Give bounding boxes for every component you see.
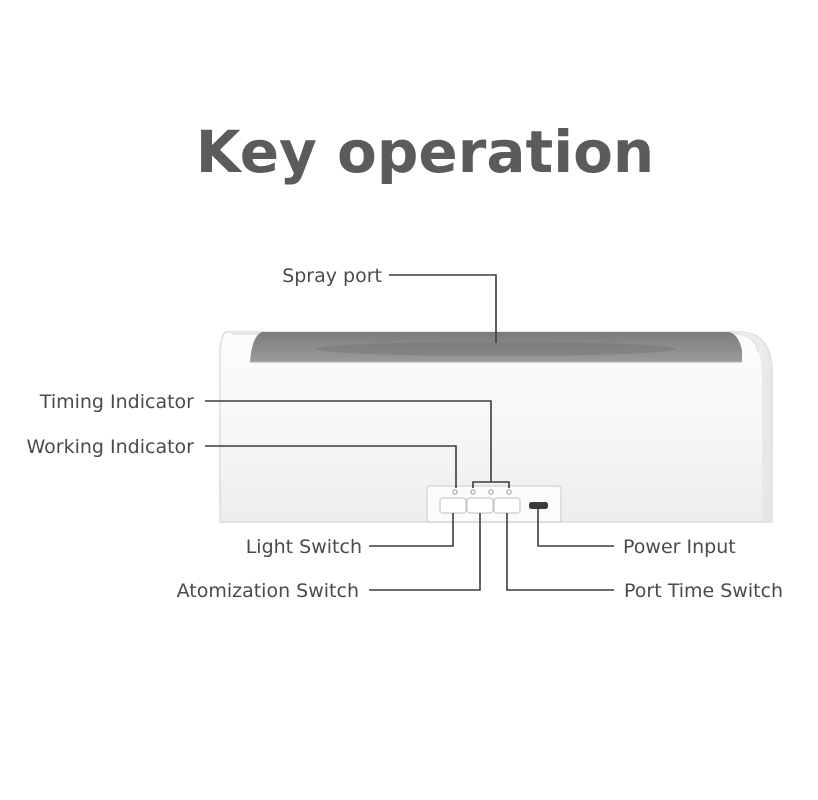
timing-indicator-icon [488, 489, 494, 495]
power-input-leader [537, 509, 614, 547]
light-switch-label: Light Switch [246, 536, 362, 558]
atomization-switch-label: Atomization Switch [177, 580, 359, 602]
spray-port-label: Spray port [282, 265, 382, 287]
page-title: Key operation [196, 118, 654, 186]
spray-port-leader [389, 274, 497, 343]
device-top-rim [232, 333, 759, 353]
indicator-icons [452, 489, 512, 495]
working-indicator-icon [506, 489, 512, 495]
atomization-switch-leader [369, 513, 481, 591]
diffuser-device [219, 331, 773, 523]
port-time-switch-leader [506, 513, 614, 591]
leader-lines [205, 274, 614, 591]
power-input-label: Power Input [623, 536, 736, 558]
spray-port-tray [250, 332, 742, 362]
power-input-port[interactable] [529, 502, 548, 509]
light-switch-button[interactable] [439, 497, 467, 514]
port-time-switch-button[interactable] [493, 497, 521, 514]
light-indicator-icon [452, 489, 458, 495]
atomization-indicator-icon [470, 489, 476, 495]
light-switch-leader [369, 513, 454, 547]
timing-indicator-leader [205, 400, 492, 482]
device-side-shade [742, 332, 772, 522]
working-indicator-label: Working Indicator [27, 436, 195, 458]
timing-indicator-label: Timing Indicator [39, 391, 194, 413]
atomization-switch-button[interactable] [466, 497, 494, 514]
indicator-bracket [472, 481, 510, 488]
port-time-switch-label: Port Time Switch [624, 580, 783, 602]
spray-port-opening [316, 342, 676, 356]
working-indicator-leader [205, 445, 457, 488]
